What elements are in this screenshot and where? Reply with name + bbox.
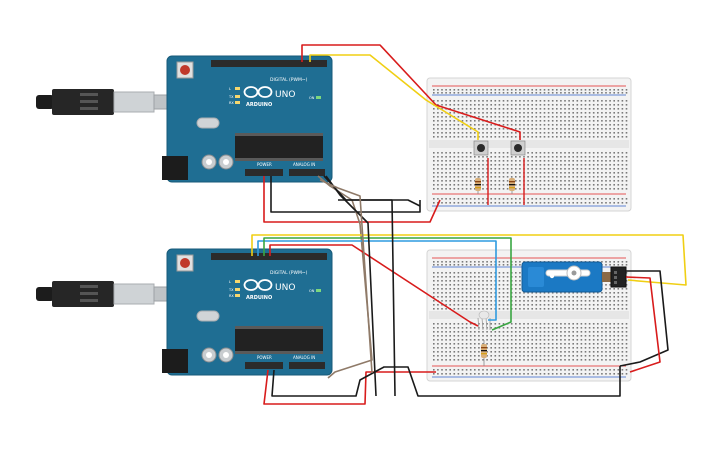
analog-label: ANALOG IN (293, 355, 315, 360)
arduino-logo-icon (243, 279, 273, 291)
arduino-logo-icon (243, 86, 273, 98)
digital-header-label: DIGITAL (PWM~) (270, 77, 308, 83)
arduino-brand: ARDUINO (246, 295, 272, 301)
power-label: POWER (257, 162, 272, 167)
power-jack[interactable] (162, 156, 188, 180)
tx-led-label: TX (228, 95, 234, 99)
resistor-1[interactable] (475, 176, 481, 194)
power-header[interactable] (245, 362, 283, 369)
rx-led-label: RX (229, 294, 234, 298)
wires (251, 44, 687, 405)
power-label: POWER (257, 355, 272, 360)
digital-header-label: DIGITAL (PWM~) (270, 270, 308, 276)
wire-black-bottom-gnd[interactable] (271, 366, 621, 397)
micro-servo[interactable] (521, 261, 627, 293)
wire-red-top-5v[interactable] (263, 176, 441, 223)
analog-header[interactable] (289, 362, 325, 369)
reset-button[interactable] (176, 61, 194, 79)
pushbutton-1[interactable] (473, 140, 489, 156)
uno-model: UNO (275, 283, 295, 293)
wire-yellow-top-digital[interactable] (309, 54, 479, 140)
power-header[interactable] (245, 169, 283, 176)
rx-led-label: RX (229, 101, 234, 105)
tx-led-label: TX (228, 288, 234, 292)
rgb-led[interactable] (477, 310, 491, 331)
wire-black-top-to-bottom[interactable] (325, 175, 377, 397)
digital-header[interactable] (211, 253, 327, 260)
usb-cable-top[interactable] (36, 89, 169, 115)
resistor-2[interactable] (509, 176, 515, 194)
breadboard-top[interactable] (426, 77, 632, 212)
wire-brown-top-a0[interactable] (317, 175, 373, 379)
power-jack[interactable] (162, 349, 188, 373)
analog-header[interactable] (289, 169, 325, 176)
resistor-3[interactable] (481, 340, 487, 366)
analog-label: ANALOG IN (293, 162, 315, 167)
wire-red-servo-5v[interactable] (625, 276, 661, 373)
atmega-chip (235, 326, 323, 354)
usb-cable-bottom[interactable] (36, 281, 169, 307)
atmega-chip (235, 133, 323, 161)
wire-black-top-a1[interactable] (323, 175, 421, 207)
l-led-label: L (229, 280, 231, 284)
breadboard-bottom[interactable] (426, 249, 632, 382)
wire-brown-cross[interactable] (319, 179, 373, 374)
wire-blue-bottom[interactable] (257, 240, 497, 321)
wire-red-bottom-5v[interactable] (263, 369, 436, 405)
l-led-label: L (229, 87, 231, 91)
uno-model: UNO (275, 90, 295, 100)
reset-button[interactable] (176, 254, 194, 272)
arduino-uno-top[interactable]: DIGITAL (PWM~) L TX RX ARDUINO UNO ON (162, 55, 333, 183)
on-led-label: ON (309, 96, 315, 100)
arduino-brand: ARDUINO (246, 102, 272, 108)
wire-yellow-bottom[interactable] (251, 234, 687, 286)
on-led-label: ON (309, 289, 315, 293)
wire-green-bottom[interactable] (263, 237, 512, 331)
wire-black-cross[interactable] (338, 199, 396, 397)
arduino-uno-bottom[interactable]: DIGITAL (PWM~) L TX RX ARDUINO UNO ON PO… (162, 248, 333, 376)
wire-red-top-digital[interactable] (301, 44, 521, 140)
wire-black-servo-gnd[interactable] (619, 270, 669, 367)
digital-header[interactable] (211, 60, 327, 67)
wire-red-bottom-digital[interactable] (269, 244, 479, 327)
pushbutton-2[interactable] (510, 140, 526, 156)
